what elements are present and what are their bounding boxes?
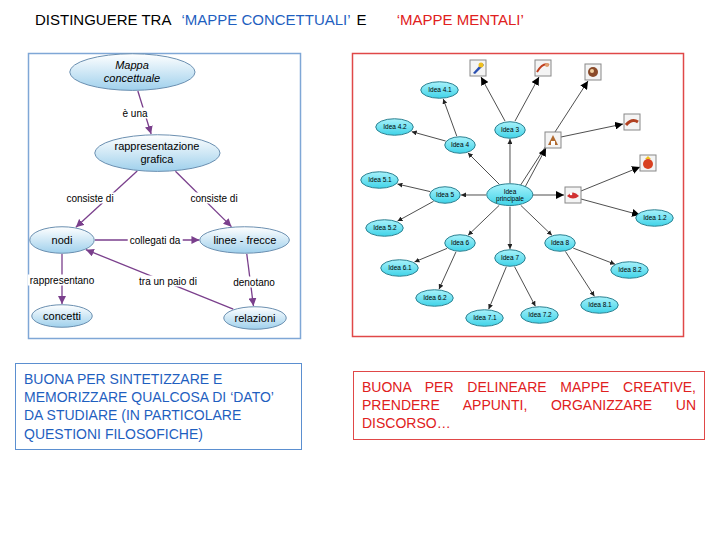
node-text: Idea 8.2 bbox=[618, 266, 642, 273]
relation-arrow bbox=[86, 250, 233, 310]
branch-arrow bbox=[489, 267, 507, 309]
branch-arrow bbox=[509, 139, 510, 183]
branch-arrow bbox=[468, 153, 500, 185]
edge-label: tra un paio di bbox=[137, 276, 199, 287]
idea-ellipse: Idea 6 bbox=[444, 234, 476, 252]
branch-arrow bbox=[398, 201, 434, 221]
heading-part: ‘MAPPE CONCETTUALI’ bbox=[181, 11, 350, 28]
branch-arrow bbox=[439, 252, 456, 289]
branch-arrow bbox=[515, 267, 536, 307]
idea-ellipse: Idea 5.2 bbox=[365, 219, 404, 237]
idea-ellipse: Idea 8.1 bbox=[580, 296, 619, 314]
branch-arrow bbox=[414, 248, 447, 262]
concept-ellipse: relazioni bbox=[223, 306, 287, 330]
edge-label: consiste di bbox=[188, 193, 239, 204]
node-text: Mappa concettuale bbox=[87, 59, 177, 84]
idea-ellipse: Idea 4.1 bbox=[420, 81, 459, 99]
node-text: Idea 1.2 bbox=[643, 214, 667, 221]
node-text: Idea 4 bbox=[451, 141, 469, 148]
idea-ellipse: Idea 5.1 bbox=[360, 171, 399, 189]
idea-ellipse: Idea 3 bbox=[494, 121, 526, 139]
icon-links bbox=[481, 77, 640, 215]
idea-ellipse: Idea 7.1 bbox=[465, 309, 504, 327]
branch-arrow bbox=[461, 194, 486, 195]
idea-ellipse: Idea 6.2 bbox=[415, 289, 454, 307]
branch-arrow bbox=[509, 207, 510, 249]
edge-label: consiste di bbox=[64, 193, 115, 204]
node-text: rappresentazione grafica bbox=[112, 140, 202, 165]
node-text: Idea 5 bbox=[436, 191, 454, 198]
concept-ellipse: linee - frecce bbox=[199, 226, 290, 254]
concept-ellipse: concetti bbox=[31, 304, 93, 328]
node-text: Idea 8.1 bbox=[588, 301, 612, 308]
idea-ellipse: Idea principale bbox=[486, 183, 534, 206]
node-text: relazioni bbox=[235, 312, 276, 325]
idea-ellipse: Idea 4.2 bbox=[375, 118, 414, 136]
node-text: linee - frecce bbox=[213, 234, 276, 247]
heading-part: ‘MAPPE MENTALI’ bbox=[397, 11, 524, 28]
node-text: Idea 6 bbox=[451, 239, 469, 246]
node-text: concetti bbox=[43, 310, 81, 323]
idea-ellipse: Idea 8.2 bbox=[610, 261, 649, 279]
concept-ellipse: Mappa concettuale bbox=[69, 53, 196, 91]
branch-arrow bbox=[573, 248, 615, 264]
idea-ellipse: Idea 7 bbox=[494, 249, 526, 267]
node-text: Idea 6.2 bbox=[423, 294, 447, 301]
node-text: nodi bbox=[52, 234, 73, 247]
node-text: Idea 7.1 bbox=[473, 314, 497, 321]
node-text: Idea 3 bbox=[501, 126, 519, 133]
node-text: Idea 7.2 bbox=[528, 311, 552, 318]
node-text: Idea 8 bbox=[551, 239, 569, 246]
note-box: BUONA PER DELINEARE MAPPE CREATIVE, PREN… bbox=[353, 371, 705, 440]
node-text: Idea principale bbox=[495, 188, 525, 202]
edge-label: collegati da bbox=[128, 235, 183, 246]
branch-arrow bbox=[412, 132, 446, 141]
idea-ellipse: Idea 1.2 bbox=[635, 209, 674, 227]
edge-label: è una bbox=[120, 108, 149, 119]
node-text: BUONA PER DELINEARE MAPPE CREATIVE, PREN… bbox=[362, 378, 696, 433]
mind-map-panel bbox=[353, 54, 684, 337]
edge-label: rappresentano bbox=[28, 275, 97, 286]
slide-heading: DISTINGUERE TRA ‘MAPPE CONCETTUALI’ E ‘MAPP… bbox=[35, 11, 524, 28]
branch-arrow bbox=[565, 251, 594, 296]
idea-ellipse: Idea 7.2 bbox=[520, 306, 559, 324]
note-box: BUONA PER SINTETIZZARE E MEMORIZZARE QUA… bbox=[15, 363, 302, 450]
branch-arrow bbox=[521, 205, 552, 235]
node-text: Idea 4.2 bbox=[383, 123, 407, 130]
concept-ellipse: rappresentazione grafica bbox=[94, 134, 221, 172]
node-text: Idea 6.1 bbox=[388, 264, 412, 271]
concept-map-panel bbox=[29, 54, 301, 339]
heading-text: DISTINGUERE TRA bbox=[35, 11, 171, 28]
node-text: BUONA PER SINTETIZZARE E MEMORIZZARE QUA… bbox=[24, 370, 293, 443]
node-text: Idea 5.2 bbox=[373, 224, 397, 231]
branch-arrow bbox=[443, 99, 457, 136]
branch-arrow bbox=[397, 184, 430, 192]
clipart-icons bbox=[470, 60, 656, 203]
heading-part: E bbox=[357, 11, 367, 28]
idea-ellipse: Idea 6.1 bbox=[380, 259, 419, 277]
concept-ellipse: nodi bbox=[29, 226, 95, 254]
node-text: Idea 7 bbox=[501, 254, 519, 261]
idea-ellipse: Idea 4 bbox=[444, 136, 476, 154]
edge-label: denotano bbox=[231, 277, 277, 288]
branch-arrow bbox=[468, 205, 499, 235]
node-text: Idea 4.1 bbox=[428, 86, 452, 93]
node-text: Idea 5.1 bbox=[368, 176, 392, 183]
idea-ellipse: Idea 8 bbox=[544, 234, 576, 252]
idea-ellipse: Idea 5 bbox=[429, 186, 461, 204]
